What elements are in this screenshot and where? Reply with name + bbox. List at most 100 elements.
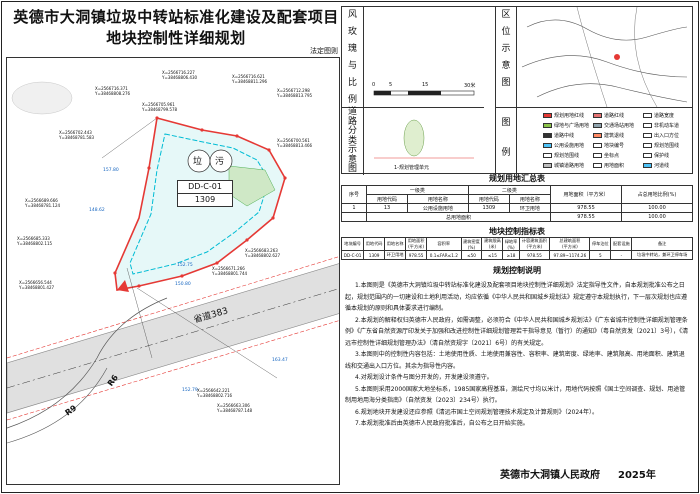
plan-map[interactable]: 垃 污 DD-C-01 1309 省道383 R6 R9 X=2566716.2… <box>6 57 340 485</box>
legend-list: 规划用地红线绿地与广场用地道路中线公用设施用地规划范围线城镇道路用地道路红线交通… <box>517 107 693 176</box>
th-level1: 一级类 <box>366 185 469 195</box>
coordinate-points <box>113 116 287 288</box>
legend-swatch <box>593 143 602 148</box>
coordinate-label: X=2566712.298 Y=38468813.795 <box>277 88 313 98</box>
legend-label: 道路宽度 <box>654 113 675 119</box>
legend-label: 城镇道路用地 <box>554 163 585 169</box>
index-cell: 垃圾中转站，兼环卫停车场 <box>631 250 693 260</box>
location-map-svg <box>521 6 688 108</box>
index-cell: 978.55 <box>405 250 428 260</box>
planning-notes: 1.本图则是《英德市大洞镇垃圾中转站标准化建设及配套项目地块控制性详细规划》法定… <box>345 280 689 430</box>
index-header-cell: 用地名称 <box>384 237 407 251</box>
legend-item: 公用设施用地 <box>543 142 584 149</box>
page-subtitle: 法定图则 <box>310 47 338 55</box>
legend-swatch <box>543 153 552 158</box>
location-map <box>517 6 693 108</box>
coordinate-label: X=2566671.266 Y=38468801.744 <box>212 266 248 276</box>
index-header-cell: 计容建筑面积 (平方米) <box>518 237 551 251</box>
legend-swatch <box>593 133 602 138</box>
index-header-cell: 建筑限高 (米) <box>481 237 504 251</box>
legend-item: 城镇道路用地 <box>543 162 584 169</box>
legend-swatch <box>593 123 602 128</box>
plot-area: 1309 <box>194 195 216 204</box>
plan-map-svg <box>7 58 339 484</box>
index-cell: - <box>610 250 633 260</box>
coordinate-label: X=2566716.371 Y=38468808.276 <box>95 86 131 96</box>
legend-swatch <box>593 163 602 168</box>
legend-item: 建筑退线 <box>593 132 624 139</box>
th-code1: 用地代码 <box>365 194 409 204</box>
legend-swatch <box>543 113 552 118</box>
legend-swatch <box>543 133 552 138</box>
index-header-cell: 地块编号 <box>340 237 365 251</box>
legend-swatch <box>643 153 652 158</box>
dimension-label: 148.62 <box>89 208 105 213</box>
legend-item: 规划用地红线 <box>543 112 584 119</box>
th-ratio: 占总用地比例(%) <box>621 185 693 204</box>
index-header-cell: 用地面积 (平方米) <box>405 237 428 251</box>
th-code2: 用地代码 <box>467 194 510 204</box>
table-row: 总用地面积 978.55 100.00 <box>341 212 693 222</box>
note-item: 1.本图则是《英德市大洞镇垃圾中转站标准化建设及配套项目地块控制性详细规划》法定… <box>345 282 688 312</box>
index-header-cell: 停车泊位 <box>589 237 612 251</box>
index-cell: ≥18 <box>502 250 520 260</box>
legend-item: 用地面积 <box>593 162 624 169</box>
plot-code: DD-C-01 <box>178 181 232 194</box>
index-cell: ≤15 <box>481 250 504 260</box>
legend-label: 道路中线 <box>554 133 575 139</box>
coordinate-label: X=2566663.306 Y=38468787.148 <box>217 403 253 413</box>
legend-item: 保护线 <box>643 152 669 159</box>
coordinate-label: X=2566685.333 Y=38468802.115 <box>17 236 53 246</box>
dim-line-2 <box>126 267 153 359</box>
legend-swatch <box>593 113 602 118</box>
note-item: 3.本图则中的控制性内容包括：土地使用性质、土地使用兼容性、容积率、建筑密度、绿… <box>345 351 685 370</box>
coordinate-label: X=2566702.443 Y=38468781.583 <box>59 130 95 140</box>
legend-title-column: 图例 <box>495 107 517 175</box>
legend-item: 规划范围线 <box>543 152 579 159</box>
index-header-cell: 配套设施 <box>610 237 633 251</box>
legend-item: 绿地与广场用地 <box>543 122 589 129</box>
legend-swatch <box>543 143 552 148</box>
index-cell: 978.55 <box>518 250 551 260</box>
index-table-title: 地块控制指标表 <box>489 227 545 236</box>
legend-label: 非机动车道 <box>654 123 680 129</box>
dimension-label: 163.47 <box>272 358 288 363</box>
index-cell: 环卫用地 <box>384 250 407 260</box>
plot-label-char-1: 垃 <box>193 157 203 167</box>
index-header-cell: 建筑密度 (%) <box>460 237 483 251</box>
road-class-title-column: 道路分类示意图 <box>342 107 364 175</box>
coordinate-label: X=2566689.666 Y=38468781.124 <box>25 198 61 208</box>
plot-code-box[interactable]: DD-C-01 1309 <box>177 180 233 207</box>
notes-title: 规划控制说明 <box>493 266 541 275</box>
legend-item: 出入口方位 <box>643 132 679 139</box>
road-band <box>7 263 339 414</box>
r9-curve <box>7 297 168 429</box>
index-cell: 1309 <box>363 250 386 260</box>
legend-swatch <box>643 113 652 118</box>
road-redline-bottom <box>7 320 339 421</box>
terrain-patch <box>11 81 73 115</box>
coordinate-label: X=2566656.544 Y=38468801.427 <box>19 280 55 290</box>
index-header-cell: 总建筑面积 (平方米) <box>549 237 591 251</box>
road-class-diagram: 1-规划管理单元 <box>364 107 484 176</box>
coordinate-label: X=2566705.961 Y=38468799.578 <box>142 102 178 112</box>
page-title-line2: 地块控制性详细规划 <box>106 29 246 47</box>
coordinate-label: X=2566700.561 Y=38468813.466 <box>277 138 313 148</box>
index-header-cell: 用地代码 <box>363 237 386 251</box>
th-name2: 用地名称 <box>508 194 552 204</box>
index-cell: 5 <box>589 250 612 260</box>
dimension-label: 157.80 <box>103 168 119 173</box>
legend-item: 道路红线 <box>593 112 624 119</box>
index-header-cell: 容积率 <box>426 237 462 251</box>
legend-item: 规划范围线 <box>643 142 679 149</box>
legend-swatch <box>543 123 552 128</box>
legend-item: 河道线 <box>643 162 669 169</box>
legend-label: 绿地与广场用地 <box>554 123 590 129</box>
coordinate-label: X=2566642.221 Y=38468802.716 <box>197 388 233 398</box>
legend-swatch <box>543 163 552 168</box>
index-cell: DD-C-01 <box>340 250 365 260</box>
scale-title-column: 风玫瑰与比例 <box>342 7 364 107</box>
index-header-cell: 绿地率 (%) <box>502 237 520 251</box>
dimension-label: 150.80 <box>175 282 191 287</box>
